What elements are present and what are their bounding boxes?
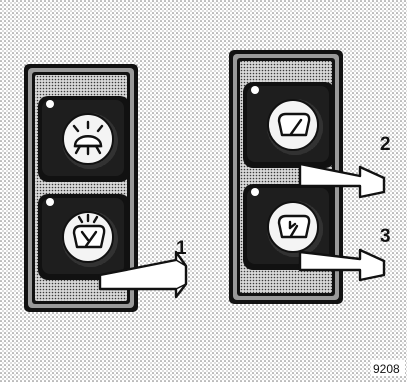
- rear-wiper-washer-switch[interactable]: [38, 194, 130, 280]
- reference-number: 9208: [373, 362, 400, 376]
- rear-wiper-icon: [279, 114, 309, 135]
- callout-label-2: 2: [380, 134, 391, 155]
- headlight-switch[interactable]: [38, 96, 130, 182]
- callout-label-3: 3: [380, 226, 391, 247]
- rear-washer-icon: [279, 216, 309, 237]
- rear-wiper-switch[interactable]: [243, 82, 335, 168]
- callout-label-1: 1: [176, 238, 187, 259]
